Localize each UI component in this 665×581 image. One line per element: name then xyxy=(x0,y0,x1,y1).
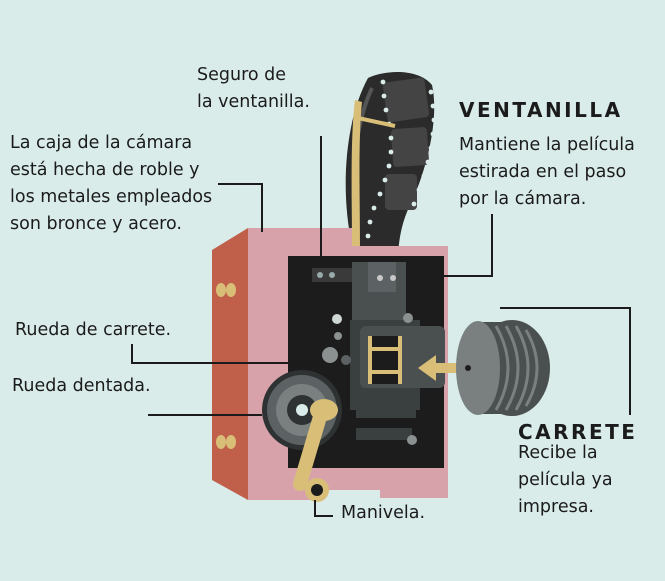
crank xyxy=(293,399,338,502)
ventanilla-title: VENTANILLA xyxy=(459,98,623,122)
ventanilla-description: Mantiene la película estirada en el paso… xyxy=(459,135,635,209)
label-reel-wheel: Rueda de carrete. xyxy=(15,320,172,340)
window-latch xyxy=(351,100,362,248)
leader-lines xyxy=(131,136,631,517)
label-camera-case: La caja de la cámara está hecha de roble… xyxy=(10,133,213,234)
reel xyxy=(456,320,550,416)
label-crank: Manivela. xyxy=(341,503,426,523)
carrete-description: Recibe la película ya impresa. xyxy=(518,443,613,517)
label-window-latch: Seguro de la ventanilla. xyxy=(197,65,310,112)
carrete-title: CARRETE xyxy=(518,420,638,444)
hinge-icon xyxy=(216,283,236,449)
mechanism xyxy=(312,262,445,445)
arrow-left-icon xyxy=(418,355,458,381)
label-sprocket-wheel: Rueda dentada. xyxy=(12,376,151,396)
